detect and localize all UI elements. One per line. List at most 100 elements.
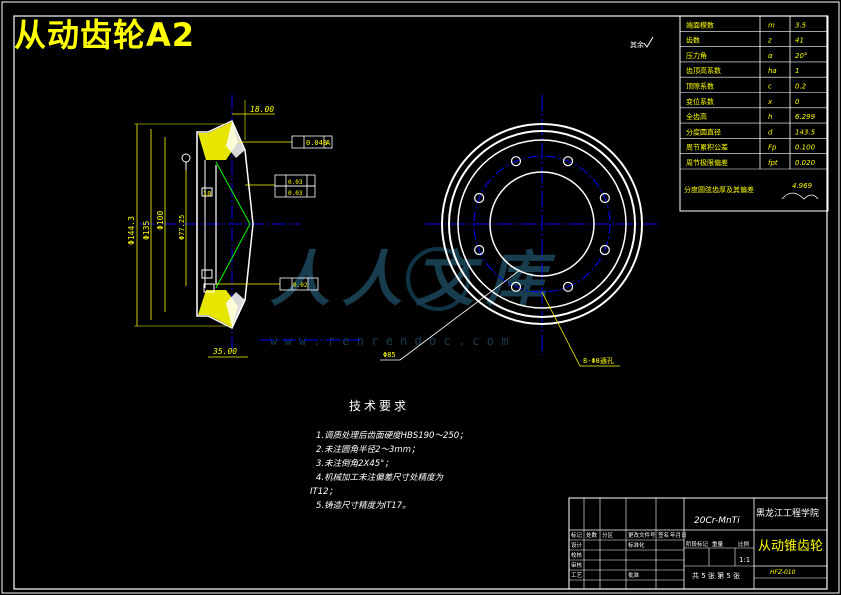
param-table-frame — [679, 15, 829, 212]
tech-req-item: 5.铸造尺寸精度为IT17。 — [316, 500, 411, 511]
param-name: 全齿高 — [686, 112, 707, 121]
bolt-hole — [562, 281, 574, 292]
dim-small-10: 10 — [203, 190, 211, 198]
sheet-text: 共 5 张 第 5 张 — [692, 571, 740, 580]
section-hatch-bottom — [198, 290, 238, 327]
param-name: 周节累积公差 — [686, 143, 728, 152]
tooth-slant-bottom — [226, 292, 245, 327]
scale-text: 1:1 — [739, 556, 750, 564]
param-symbol: α — [768, 52, 773, 60]
pitch-cone-top — [215, 161, 251, 225]
title-block-label: 阶段标记 — [686, 540, 709, 548]
title-block-label: 工艺 — [571, 572, 583, 579]
param-name: 变位系数 — [686, 97, 714, 106]
param-symbol: c — [768, 83, 772, 91]
bolt-circle — [473, 155, 611, 293]
tech-req-item: 1.调质处理后齿面硬度HBS190～250； — [316, 430, 468, 441]
drawing-frame — [13, 15, 828, 590]
tol-runout-datum: A — [326, 139, 331, 147]
param-value: 1 — [795, 67, 799, 75]
param-symbol: ha — [768, 67, 777, 75]
front-view: Φ85 8-Φ8通孔 — [380, 95, 660, 367]
tooth-slant-top — [226, 122, 245, 158]
gear-pitch-circle — [457, 139, 627, 309]
title-block-label: 标准化 — [628, 541, 645, 549]
param-value: 20° — [795, 52, 807, 60]
tol-runout-text: 0.040 — [306, 139, 327, 147]
param-name: 齿数 — [686, 36, 700, 45]
title-block-label: 年月日 — [670, 531, 687, 539]
dim-pitch-text: Φ135 — [142, 221, 151, 240]
bolt-hole — [599, 192, 610, 204]
drawing-no-text: HFZ-010 — [770, 569, 796, 576]
title-block-frame — [568, 497, 828, 590]
param-name: 周节极限偏差 — [686, 158, 728, 167]
bolt-hole-bottom — [201, 269, 213, 279]
param-value: 6.299 — [795, 113, 816, 121]
title-block-label: 更改文件号 — [628, 531, 656, 539]
tech-req-item: 4.机械加工未注偏差尺寸处精度为 — [316, 472, 444, 483]
title-block-label: 重量 — [712, 540, 724, 548]
param-symbol: x — [767, 98, 773, 106]
param-value: 0.100 — [795, 144, 816, 152]
dim-top-text: 18.00 — [250, 105, 274, 114]
param-value: 0 — [795, 98, 800, 106]
tech-requirements: 技术要求 1.调质处理后齿面硬度HBS190～250；2.未注圆角半径2～3mm… — [310, 399, 468, 511]
watermark-brand: 人人文库 — [270, 245, 558, 315]
dim-hub-text: Φ100 — [156, 211, 165, 230]
roughness-symbol — [643, 36, 654, 48]
title-block-label: 处数 — [586, 531, 598, 539]
param-value: 0.020 — [795, 159, 816, 167]
section-hatch-top — [198, 122, 238, 160]
tech-req-items: 1.调质处理后齿面硬度HBS190～250；2.未注圆角半径2～3mm；3.未注… — [310, 430, 468, 511]
param-symbol: d — [768, 128, 773, 136]
tol-frame-para: 0.02 — [216, 277, 319, 291]
dim-bore-text: Φ77.25 — [178, 215, 186, 240]
tech-req-item: IT12； — [310, 487, 337, 497]
tol-frame-multi: 0.03 0.03 — [245, 174, 316, 198]
material-text: 20Cr-MnTi — [694, 516, 740, 526]
param-value: 41 — [795, 37, 804, 45]
bolt-holes — [474, 156, 610, 292]
param-value: 0.2 — [795, 83, 807, 91]
part-name-text: 从动锥齿轮 — [758, 539, 823, 554]
param-symbol: z — [767, 37, 772, 45]
bolt-hole — [562, 156, 574, 167]
title-block: 20Cr-MnTi 黑龙江工程学院 从动锥齿轮 HFZ-010 1:1 共 5 … — [568, 497, 828, 590]
drawing-title: 从动齿轮A2 — [14, 16, 196, 54]
bolt-circle-text: Φ85 — [383, 351, 396, 359]
bore-circle — [489, 171, 595, 277]
section-view: Φ144.3 Φ135 Φ100 Φ77.25 18.00 35.00 10 0… — [127, 95, 360, 358]
title-block-label: 标记 — [571, 531, 583, 539]
title-block-label: 分区 — [602, 531, 614, 539]
title-block-label: 比例 — [738, 540, 750, 548]
roughness-note: 其余 — [630, 40, 644, 49]
watermark: 人人文库 w w w . r e n r e n d o c . c o m — [270, 245, 558, 348]
param-extra-label: 分度圆弦齿厚及其偏差 — [684, 185, 754, 194]
tol-flat-text: 0.03 — [288, 179, 303, 186]
bolt-hole — [510, 281, 522, 292]
bolt-hole — [599, 244, 610, 256]
dim-bottom-text: 35.00 — [212, 347, 237, 356]
param-name: 压力角 — [686, 51, 707, 60]
param-symbol: m — [768, 21, 775, 29]
param-name: 分度圆直径 — [686, 127, 721, 136]
title-block-label: 签名 — [658, 531, 669, 539]
param-value: 143.5 — [795, 128, 816, 136]
param-symbol: fpt — [768, 159, 778, 167]
param-name: 齿顶高系数 — [686, 66, 721, 75]
bolt-hole — [510, 156, 522, 167]
title-block-label: 审核 — [571, 561, 583, 569]
dim-outer-text: Φ144.3 — [127, 216, 136, 245]
roughness-mark: 其余 — [630, 36, 654, 49]
title-block-label: 校核 — [571, 551, 583, 559]
bolt-hole-bottom-2 — [203, 283, 215, 293]
chordal-tooth-sketch — [781, 192, 819, 200]
param-value: 3.5 — [795, 21, 807, 29]
title-block-labels: 标记处数分区更改文件号签名年月日设计校核标准化审核工艺批准阶段标记重量比例 — [571, 531, 750, 579]
title-block-label: 设计 — [571, 541, 583, 549]
datum-circle — [181, 153, 191, 163]
